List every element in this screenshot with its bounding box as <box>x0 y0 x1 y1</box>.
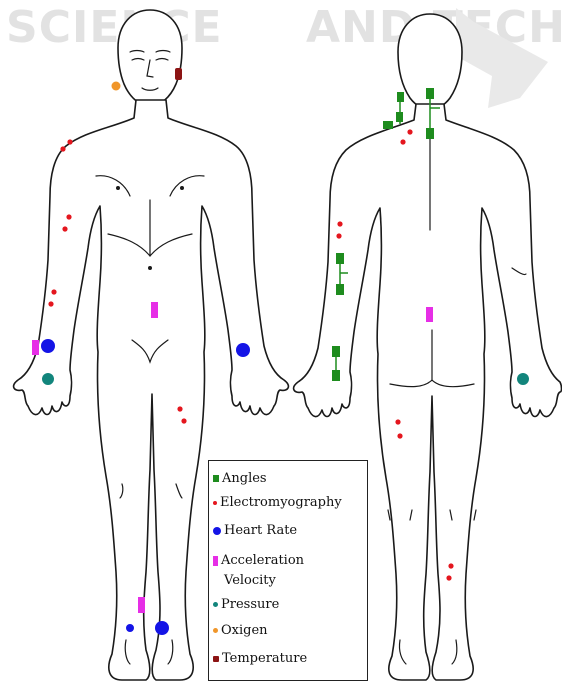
legend-item-temperature: Temperature <box>213 651 307 666</box>
emg-sensor-shoulder <box>60 146 65 151</box>
legend-label: Electromyography <box>220 495 342 510</box>
dot-icon <box>213 501 217 505</box>
acceleration-sensor-ankle <box>138 597 145 613</box>
emg-sensor-back-thigh <box>397 433 402 438</box>
emg-sensor-calf <box>446 575 451 580</box>
oxigen-sensor-ear <box>112 82 121 91</box>
emg-sensor-upper-arm <box>66 214 71 219</box>
legend-item-pressure: Pressure <box>213 597 279 612</box>
legend-item-acceleration: Acceleration <box>213 553 304 568</box>
angles-sensor-elbow <box>336 253 344 264</box>
heart-rate-sensor-ankle <box>126 624 134 632</box>
dot-icon <box>213 628 218 633</box>
legend-label: Acceleration <box>221 553 304 568</box>
legend-label: Velocity <box>224 573 276 588</box>
legend-label: Angles <box>222 471 267 486</box>
emg-sensor-back-arm <box>336 233 341 238</box>
angles-sensor-neck <box>397 92 404 102</box>
temperature-sensor-ear <box>175 68 182 80</box>
square-icon <box>213 475 219 482</box>
dot-icon <box>213 602 218 607</box>
pressure-sensor-palm <box>42 373 54 385</box>
legend-item-velocity: Velocity <box>213 573 276 588</box>
acceleration-sensor-abdomen <box>151 302 158 318</box>
angles-sensor-elbow <box>336 284 344 295</box>
acceleration-sensor-back <box>426 307 433 322</box>
emg-sensor-forearm <box>48 301 53 306</box>
legend-box: Angles Electromyography Heart Rate Accel… <box>208 460 368 681</box>
emg-sensor-back-shoulder <box>400 139 405 144</box>
heart-rate-sensor-wrist <box>41 339 55 353</box>
emg-sensor-back-shoulder <box>407 129 412 134</box>
pentagon-icon <box>213 656 219 662</box>
legend-label: Oxigen <box>221 623 268 638</box>
watermark-arrow <box>456 8 548 108</box>
legend-item-heart-rate: Heart Rate <box>213 523 297 538</box>
circle-icon <box>213 527 221 535</box>
angles-sensor-wrist <box>332 370 340 381</box>
emg-sensor-calf <box>448 563 453 568</box>
legend-label: Heart Rate <box>224 523 297 538</box>
emg-sensor-thigh <box>177 406 182 411</box>
legend-item-oxigen: Oxigen <box>213 623 268 638</box>
emg-sensor-thigh <box>181 418 186 423</box>
emg-sensor-shoulder <box>67 139 72 144</box>
heart-rate-sensor-foot <box>155 621 169 635</box>
legend-item-electromyography: Electromyography <box>213 495 342 510</box>
angles-sensor-neck <box>396 112 403 122</box>
emg-sensor-back-thigh <box>395 419 400 424</box>
rectangle-icon <box>213 556 218 566</box>
angles-sensor-spine <box>426 88 434 99</box>
heart-rate-sensor-wrist <box>236 343 250 357</box>
legend-label: Temperature <box>222 651 307 666</box>
emg-sensor-upper-arm <box>62 226 67 231</box>
pressure-sensor-back-palm <box>517 373 529 385</box>
angles-sensor-shoulder <box>383 121 393 129</box>
angles-sensor-spine <box>426 128 434 139</box>
acceleration-sensor-wrist <box>32 340 39 355</box>
emg-sensor-forearm <box>51 289 56 294</box>
emg-sensor-back-arm <box>337 221 342 226</box>
angles-sensor-wrist <box>332 346 340 357</box>
legend-item-angles: Angles <box>213 471 267 486</box>
legend-label: Pressure <box>221 597 279 612</box>
